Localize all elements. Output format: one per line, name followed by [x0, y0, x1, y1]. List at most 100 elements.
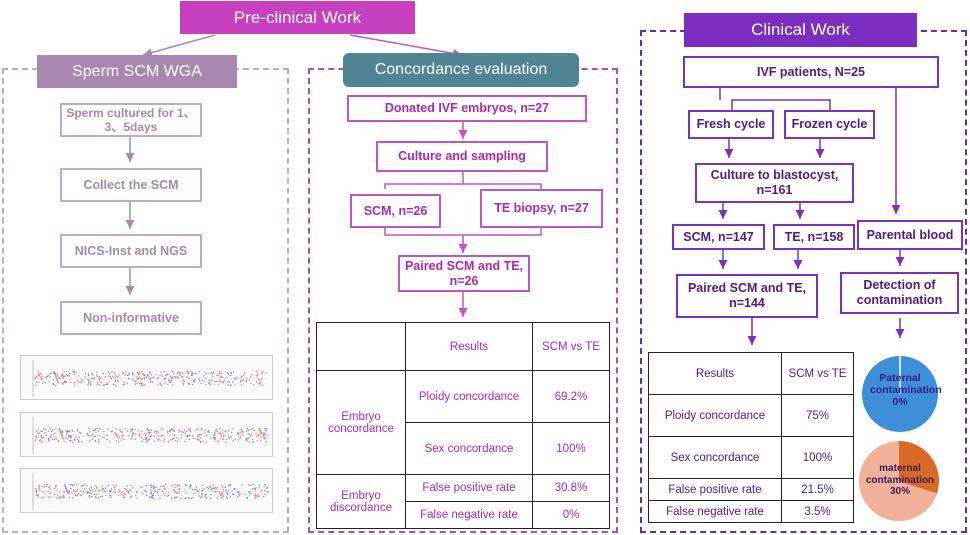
plot-point: [237, 439, 239, 441]
cnv-plot-3: [20, 468, 273, 513]
plot-point: [110, 377, 113, 380]
plot-point: [110, 431, 113, 433]
plot-point: [71, 441, 74, 443]
plot-point: [119, 429, 121, 431]
plot-point: [164, 494, 166, 497]
plot-point: [210, 497, 212, 499]
plot-point: [148, 378, 150, 381]
plot-point: [135, 494, 137, 497]
plot-point: [242, 378, 244, 381]
plot-point: [253, 495, 255, 497]
plot-point: [210, 437, 212, 439]
plot-point: [212, 372, 215, 374]
plot-point: [173, 372, 175, 375]
plot-point: [93, 436, 95, 438]
plot-point: [246, 427, 249, 430]
plot-point: [211, 379, 213, 382]
plot-point: [164, 439, 166, 441]
plot-point: [113, 484, 115, 486]
plot-point: [170, 380, 173, 382]
plot-point: [172, 429, 174, 432]
plot-point: [76, 483, 78, 486]
plot-point: [256, 495, 259, 497]
plot-point: [118, 374, 120, 376]
plot-point: [107, 371, 110, 373]
plot-point: [150, 486, 152, 489]
plot-point: [266, 487, 268, 490]
plot-point: [132, 432, 134, 434]
plot-point: [40, 430, 42, 433]
plot-point: [91, 489, 94, 492]
plot-point: [191, 488, 194, 491]
plot-point: [126, 488, 128, 491]
plot-point: [69, 484, 71, 486]
plot-point: [123, 381, 126, 384]
plot-point: [159, 439, 161, 441]
plot-point: [188, 438, 191, 441]
plot-point: [219, 380, 222, 382]
plot-point: [256, 435, 258, 438]
plot-point: [123, 384, 125, 386]
plot-point: [146, 437, 148, 440]
plot-point: [204, 432, 206, 434]
culture-blastocyst-box: Culture to blastocyst, n=161: [695, 163, 854, 203]
plot-point: [263, 434, 266, 436]
plot-point: [236, 376, 238, 378]
plot-point: [73, 489, 75, 492]
plot-point: [88, 488, 91, 490]
plot-point: [173, 489, 175, 491]
plot-point: [217, 497, 219, 499]
plot-point: [191, 435, 194, 437]
plot-point: [266, 486, 269, 489]
plot-point: [126, 383, 129, 385]
plot-point: [264, 483, 266, 486]
plot-point: [144, 490, 146, 492]
plot-point: [77, 492, 80, 495]
plot-point: [87, 373, 90, 375]
plot-point: [230, 436, 232, 438]
plot-point: [87, 384, 89, 386]
plot-point: [143, 432, 146, 435]
plot-point: [66, 373, 68, 376]
plot-point: [217, 374, 219, 377]
plot-point: [115, 484, 118, 486]
plot-point: [214, 433, 216, 435]
plot-point: [163, 485, 165, 487]
plot-point: [68, 491, 71, 493]
plot-point: [97, 427, 99, 430]
plot-point: [124, 374, 127, 376]
plot-point: [219, 432, 221, 435]
plot-point: [205, 383, 207, 386]
plot-point: [257, 495, 260, 497]
plot-point: [149, 435, 152, 438]
plot-point: [65, 430, 67, 432]
plot-point: [108, 440, 111, 442]
plot-point: [227, 384, 229, 386]
plot-point: [119, 439, 122, 441]
plot-point: [43, 484, 46, 486]
plot-point: [222, 486, 224, 488]
step-sperm-cultured: Sperm cultured for 1、3、5days: [60, 103, 202, 137]
plot-point: [56, 489, 58, 491]
plot-point: [122, 493, 125, 495]
group-embryo-concordance: Embryo concordance: [316, 370, 406, 475]
col-scm-vs-te: SCM vs TE: [532, 322, 610, 371]
plot-point: [239, 437, 241, 440]
plot-point: [117, 381, 120, 383]
plot-point: [134, 428, 136, 431]
plot-point: [139, 433, 141, 435]
plot-point: [77, 438, 79, 441]
plot-point: [106, 383, 109, 386]
plot-point: [178, 429, 180, 432]
plot-point: [90, 380, 92, 383]
plot-point: [66, 430, 69, 432]
preclinical-title: Pre-clinical Work: [180, 1, 415, 34]
plot-point: [78, 431, 81, 434]
plot-point: [46, 375, 48, 378]
plot-point: [48, 486, 50, 489]
plot-point: [102, 488, 104, 490]
plot-point: [182, 382, 184, 384]
plot-point: [262, 432, 264, 435]
plot-point: [236, 491, 239, 494]
plot-point: [152, 492, 155, 495]
